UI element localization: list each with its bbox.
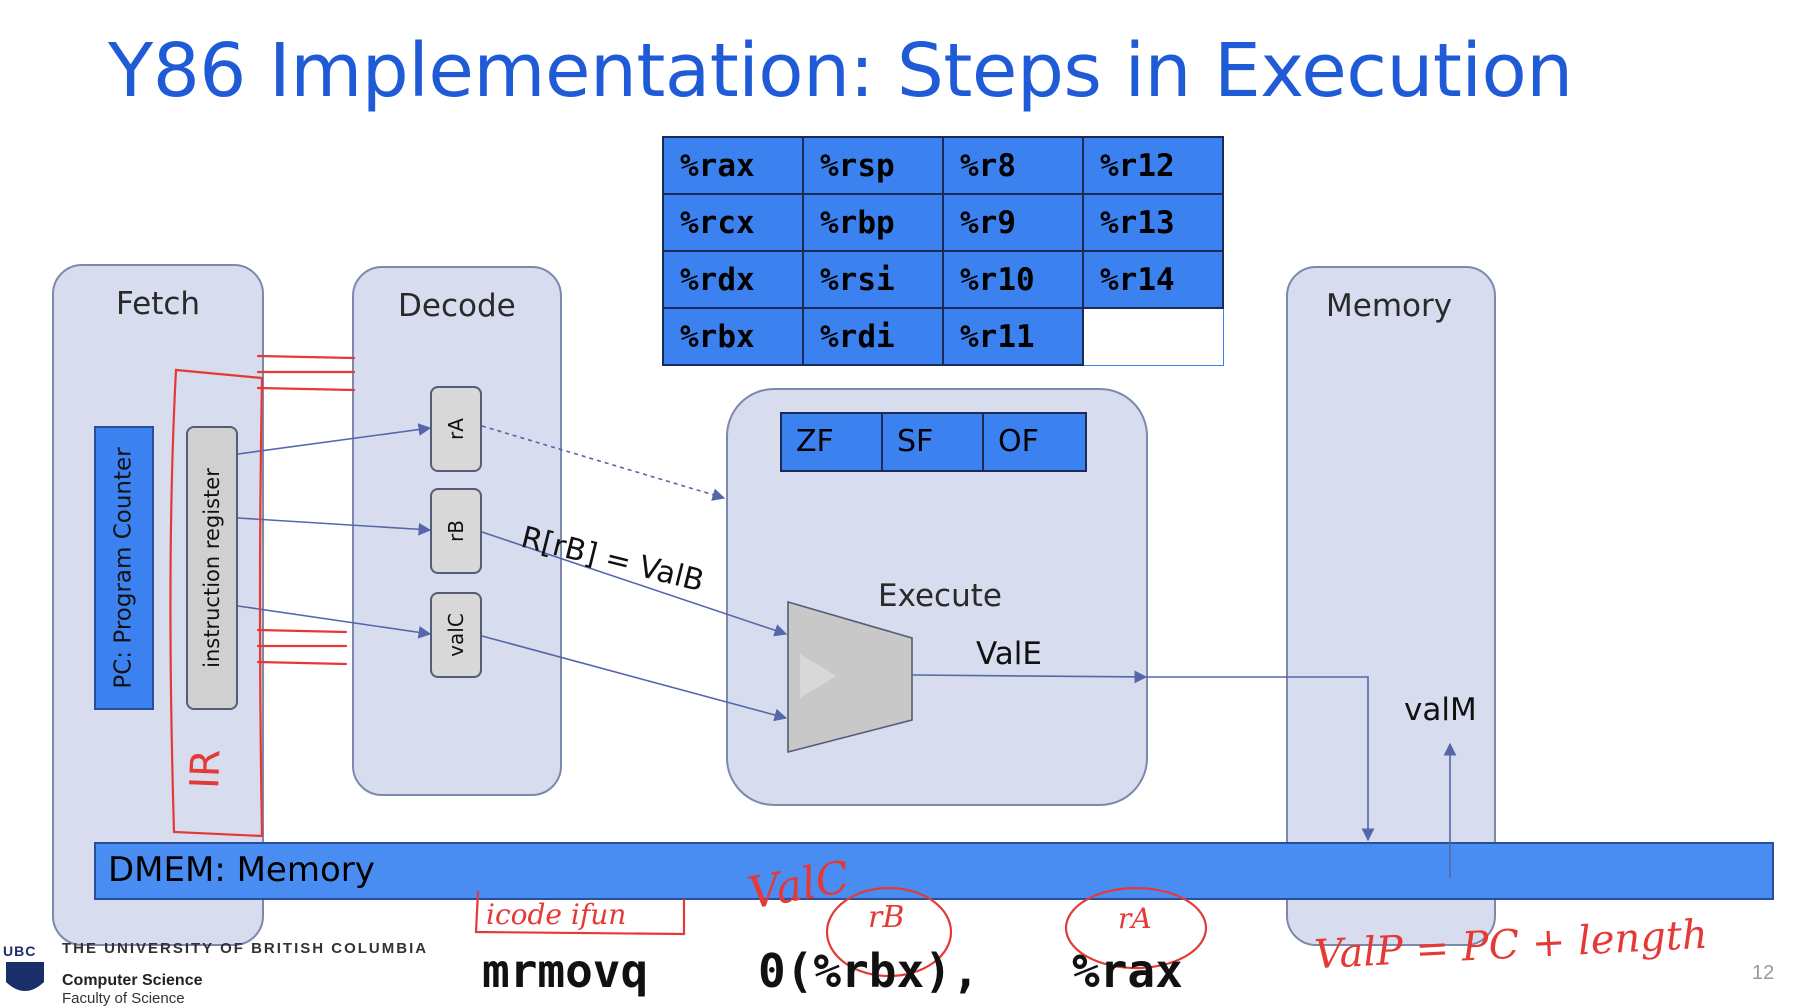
university-name: THE UNIVERSITY OF BRITISH COLUMBIA: [62, 940, 429, 957]
register-row: %rax %rsp %r8 %r12: [662, 136, 1224, 195]
wire-rb-to-alu: [481, 531, 788, 637]
register-cell-empty: [1083, 308, 1223, 365]
valm-label: valM: [1404, 692, 1477, 728]
register-cell: %rax: [662, 136, 804, 195]
page-number: 12: [1752, 962, 1775, 984]
register-cell: %rbp: [802, 193, 944, 252]
instruction-operand-source: 0(%rbx),: [758, 944, 980, 998]
instruction-register: instruction register: [186, 426, 238, 710]
handwriting-code: icode ifun: [486, 898, 627, 931]
register-cell: %r8: [942, 136, 1084, 195]
vale-label: ValE: [976, 636, 1042, 672]
handwriting-rb: rB: [868, 900, 905, 935]
execute-stage-label: Execute: [878, 578, 1002, 614]
register-cell: %rbx: [662, 307, 804, 366]
register-cell: %r11: [942, 307, 1084, 366]
register-cell: %r12: [1082, 136, 1224, 195]
wire-ir-to-valc: [237, 605, 432, 639]
flag-sf: SF: [883, 414, 984, 470]
dmem-bar: [94, 842, 1774, 900]
wire-ra-to-execute: [481, 425, 726, 501]
wire-ir-to-ra: [237, 423, 432, 455]
register-cell: %r13: [1082, 193, 1224, 252]
register-row: %rcx %rbp %r9 %r13: [662, 193, 1224, 252]
register-file-table: %rax %rsp %r8 %r12 %rcx %rbp %r9 %r13 %r…: [662, 136, 1224, 366]
instruction-operand-dest: %rax: [1072, 944, 1183, 998]
decode-rb-box: rB: [430, 488, 482, 574]
department-name: Computer Science: [62, 972, 203, 989]
handwriting-ra: rA: [1118, 902, 1152, 935]
memory-stage: [1286, 266, 1496, 946]
condition-flags: ZF SF OF: [780, 412, 1087, 472]
fetch-stage-label: Fetch: [116, 286, 201, 322]
handwriting-ir: IR: [182, 748, 230, 790]
register-cell: %rsp: [802, 136, 944, 195]
wire-valc-to-alu: [481, 635, 788, 722]
register-row: %rdx %rsi %r10 %r14: [662, 250, 1224, 309]
flag-zf: ZF: [782, 414, 883, 470]
register-cell: %rsi: [802, 250, 944, 309]
register-cell: %rdx: [662, 250, 804, 309]
slide-title: Y86 Implementation: Steps in Execution: [108, 28, 1573, 114]
ubc-logo: UBC: [3, 943, 37, 959]
register-row: %rbx %rdi %r11: [662, 307, 1223, 366]
red-annotations: [169, 354, 1208, 978]
register-cell: %r9: [942, 193, 1084, 252]
register-cell: %r14: [1082, 250, 1224, 309]
instruction-opcode: mrmovq: [482, 944, 649, 998]
wire-vale-to-memory: [1146, 676, 1375, 842]
register-cell: %rcx: [662, 193, 804, 252]
alu-shape: [787, 600, 913, 754]
program-counter: PC: Program Counter: [94, 426, 154, 710]
register-cell: %rdi: [802, 307, 944, 366]
dmem-label: DMEM: Memory: [108, 850, 375, 890]
memory-stage-label: Memory: [1326, 288, 1453, 324]
flag-of: OF: [998, 424, 1039, 459]
wire-ir-to-rb: [237, 517, 432, 536]
register-cell: %r10: [942, 250, 1084, 309]
alu-arrow-icon: [800, 654, 836, 698]
faculty-name: Faculty of Science: [62, 990, 185, 1007]
ubc-crest-icon: [6, 962, 44, 991]
decode-stage-label: Decode: [398, 288, 516, 324]
wire-vale: [911, 670, 1148, 684]
